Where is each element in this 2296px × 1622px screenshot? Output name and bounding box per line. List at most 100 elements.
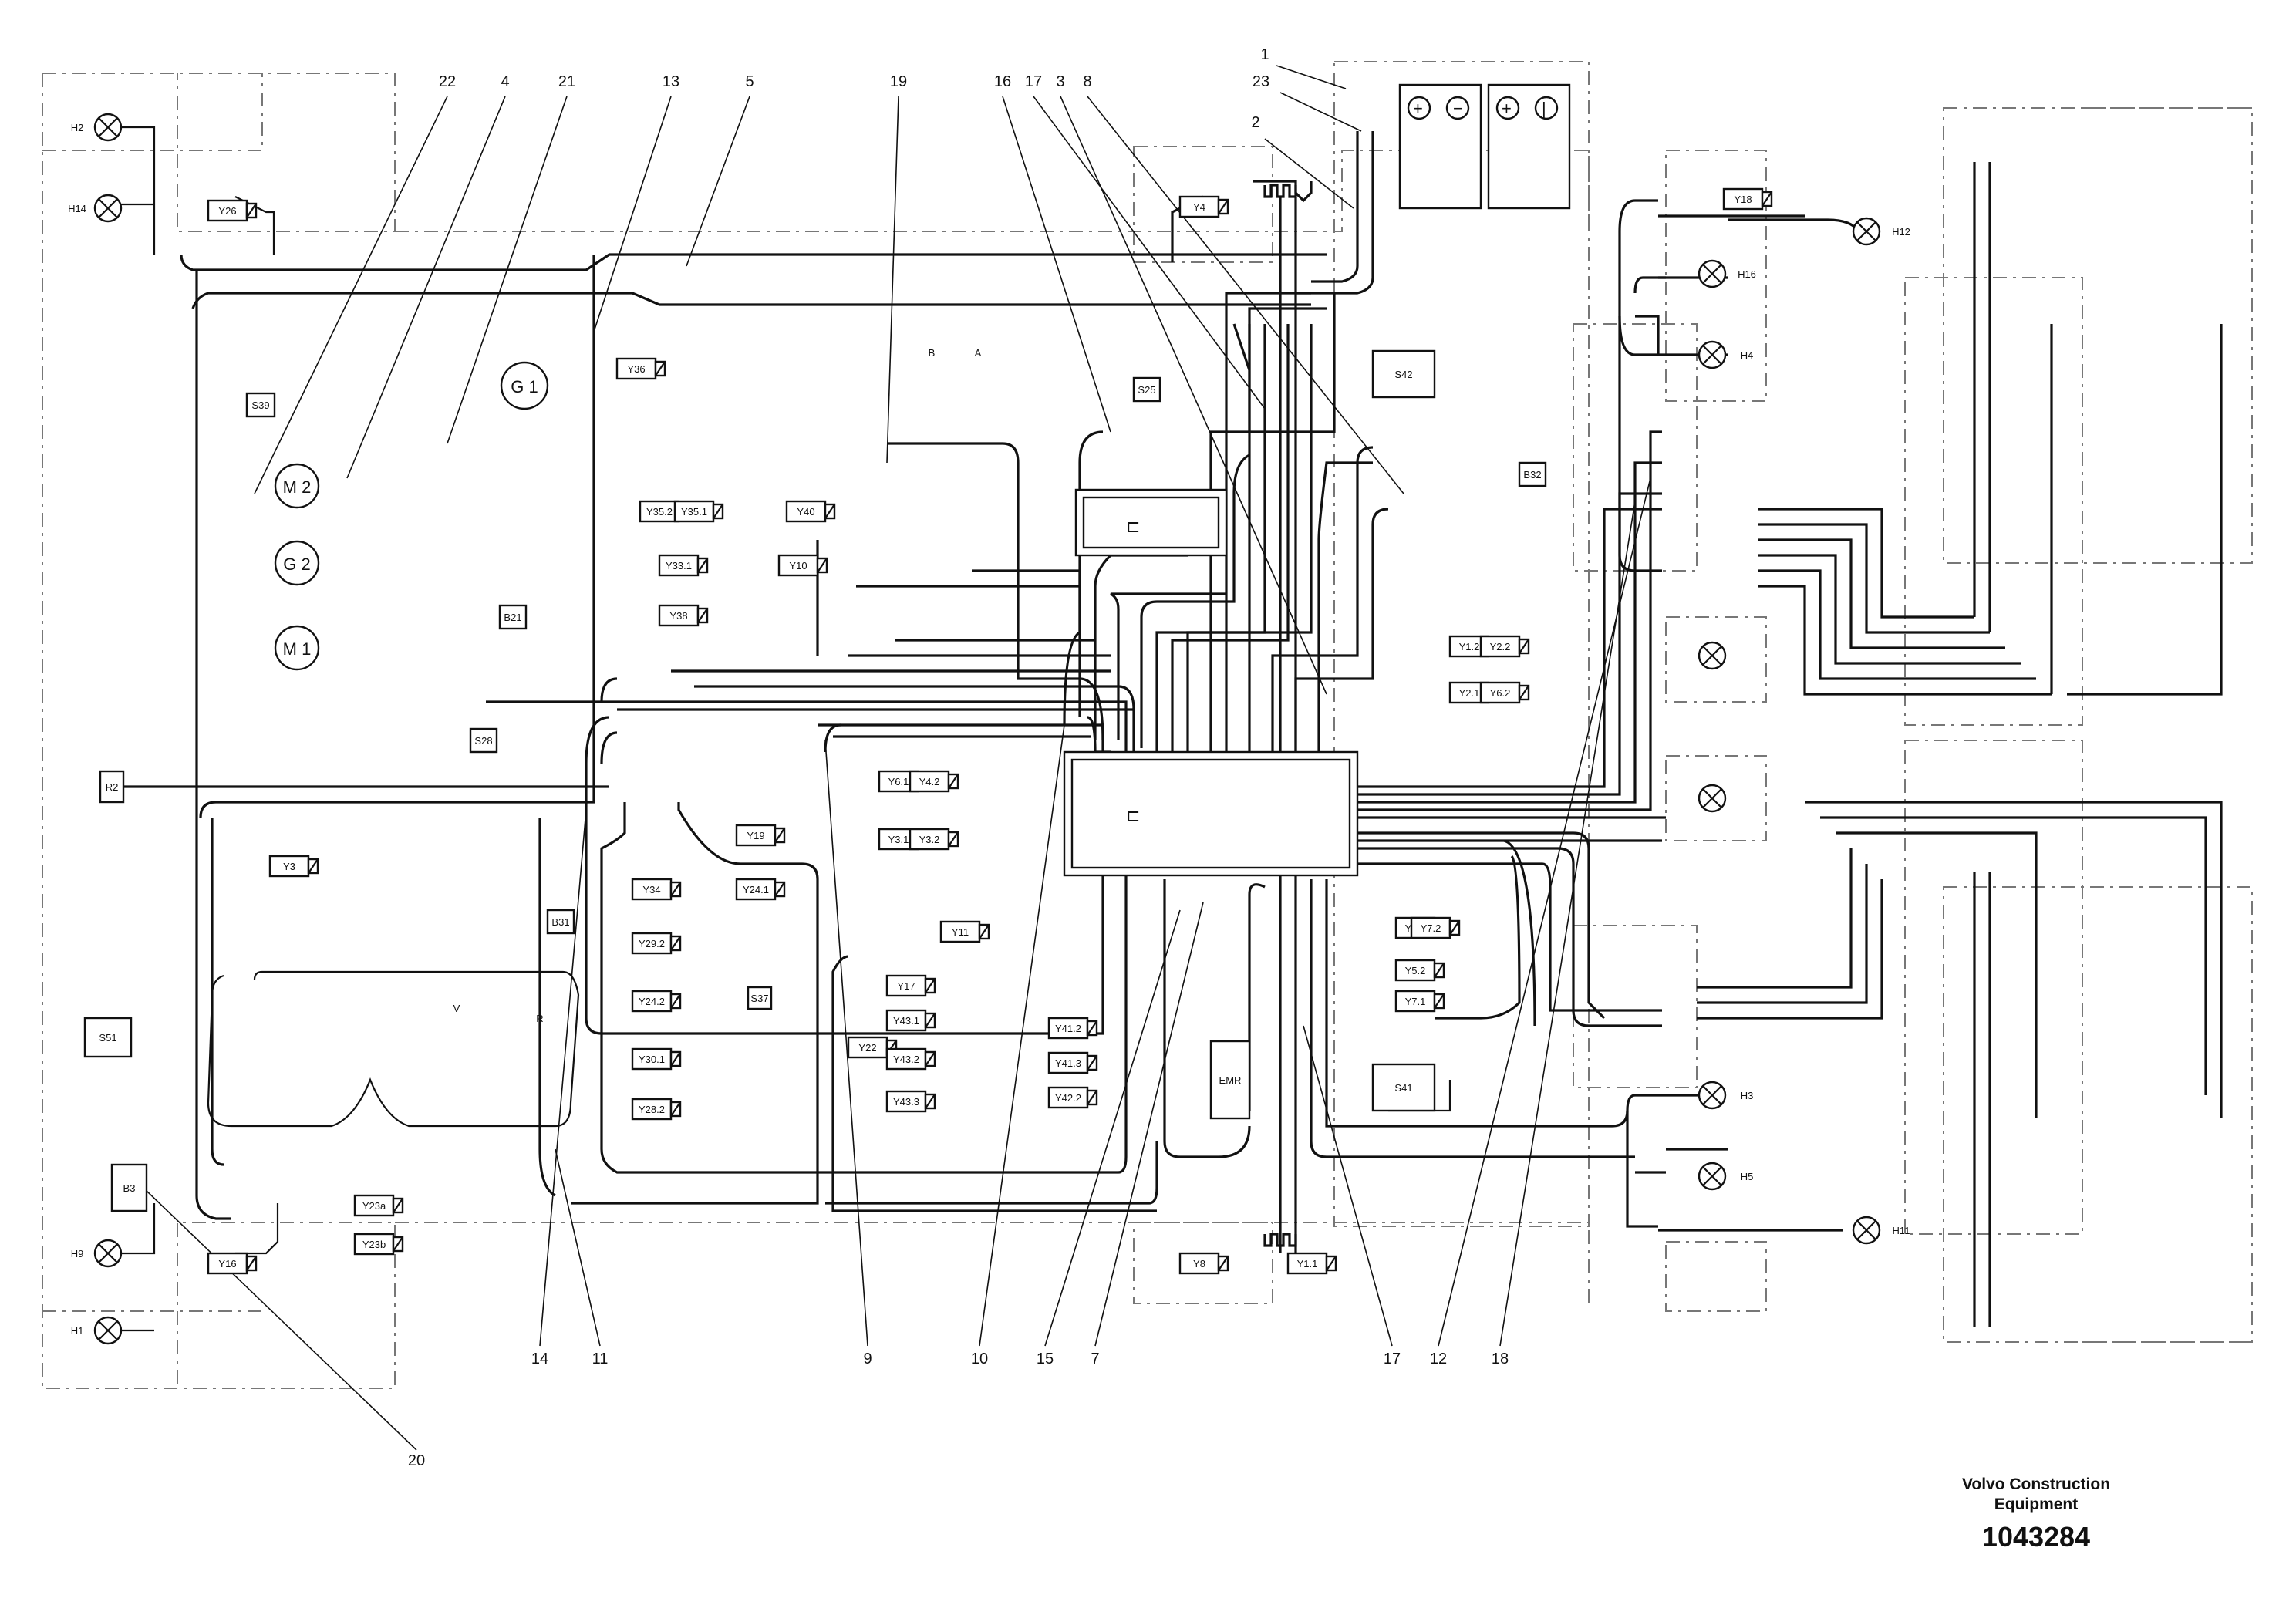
solenoid-diagonal-icon xyxy=(1434,993,1445,1009)
valve-box xyxy=(631,1098,673,1121)
lamp-label-h3: H3 xyxy=(1741,1090,1754,1101)
valve-label-y36: Y36 xyxy=(627,363,645,375)
lamp-cross-icon xyxy=(1702,788,1722,808)
solenoid-diagonal-icon xyxy=(1519,639,1529,654)
sensor-r2: R2 xyxy=(99,770,125,804)
valve-label-y40: Y40 xyxy=(797,506,814,518)
lamp-h16: H16 xyxy=(1698,259,1756,288)
lamp-label-h14: H14 xyxy=(68,203,86,214)
valve-label-y41-2: Y41.2 xyxy=(1055,1023,1081,1034)
valve-label-y29-2: Y29.2 xyxy=(639,938,665,949)
solenoid-diagonal-icon xyxy=(1326,1256,1337,1271)
solenoid-diagonal-icon xyxy=(1449,920,1460,936)
valve-label-y6-2: Y6.2 xyxy=(1490,687,1511,699)
valve-label-y17: Y17 xyxy=(897,980,915,992)
valve-label-y43-2: Y43.2 xyxy=(893,1054,919,1065)
document-number: 1043284 xyxy=(1981,1521,2091,1553)
motor-icon xyxy=(274,463,320,509)
valve-label-y4: Y4 xyxy=(1193,201,1205,213)
lamp-h2: H2 xyxy=(71,113,123,142)
solenoid-diagonal-icon xyxy=(246,1256,257,1271)
valve-y43-2: Y43.2 xyxy=(885,1047,936,1071)
sensor-b21: B21 xyxy=(498,604,528,630)
motor-g-1: G 1 xyxy=(500,361,549,410)
valve-y23a: Y23a xyxy=(353,1194,404,1217)
motor-m-1: M 1 xyxy=(274,625,320,671)
valve-y38: Y38 xyxy=(658,604,709,627)
valve-label-y8: Y8 xyxy=(1193,1258,1205,1270)
valve-box xyxy=(1722,187,1764,211)
lamp-label-h9: H9 xyxy=(71,1248,84,1259)
sensor-label-s42: S42 xyxy=(1394,369,1412,380)
valve-label-y16: Y16 xyxy=(218,1258,236,1270)
lamp-h12: H12 xyxy=(1852,217,1910,246)
sensor-s37: S37 xyxy=(747,986,773,1010)
valve-label-y28-2: Y28.2 xyxy=(639,1104,665,1115)
sensor-label-b32: B32 xyxy=(1523,469,1541,481)
solenoid-diagonal-icon xyxy=(1218,199,1229,214)
motors: G 1M 2G 2M 1 xyxy=(274,361,549,671)
sensor-b32: B32 xyxy=(1518,461,1547,487)
valve-box xyxy=(353,1194,395,1217)
lamp-cross-icon xyxy=(98,1243,118,1263)
motor-icon xyxy=(274,540,320,586)
sensor-label-s51: S51 xyxy=(99,1032,116,1044)
footer: Volvo Construction Equipment 1043284 xyxy=(1944,1475,2129,1553)
valve-y35-1: Y35.1 xyxy=(673,500,724,523)
valve-label-y2-1: Y2.1 xyxy=(1459,687,1480,699)
solenoid-diagonal-icon xyxy=(817,558,828,573)
lamp-h1: H1 xyxy=(71,1316,123,1345)
valve-label-y43-1: Y43.1 xyxy=(893,1015,919,1027)
lamp-label-h16: H16 xyxy=(1738,268,1756,280)
valve-y19: Y19 xyxy=(735,824,786,847)
valve-y5-2: Y5.2 xyxy=(1394,959,1445,982)
lamp-cross-icon xyxy=(1702,646,1722,666)
sensor-box xyxy=(1132,376,1161,403)
sensor-label-s37: S37 xyxy=(750,993,768,1004)
valve-box xyxy=(1479,681,1521,704)
valve-box xyxy=(1178,195,1220,218)
sensor-label-s41: S41 xyxy=(1394,1082,1412,1094)
solenoid-diagonal-icon xyxy=(774,828,785,843)
valve-box xyxy=(735,824,777,847)
lamp-cross-icon xyxy=(98,117,118,137)
brand-line-2: Equipment xyxy=(1994,1496,2079,1513)
sensor-box xyxy=(469,727,498,754)
solenoid-diagonal-icon xyxy=(308,858,319,874)
valve-y16: Y16 xyxy=(207,1252,258,1275)
valve-label-y7-2: Y7.2 xyxy=(1421,922,1441,934)
callout-3: 3 xyxy=(1056,73,1064,90)
solenoid-diagonal-icon xyxy=(713,504,723,519)
solenoid-diagonal-icon xyxy=(774,882,785,897)
solenoid-diagonal-icon xyxy=(670,1051,681,1067)
valve-label-y30-1: Y30.1 xyxy=(639,1054,665,1065)
solenoid-diagonal-icon xyxy=(925,1013,936,1028)
valve-label-y3-2: Y3.2 xyxy=(919,834,940,845)
lamp-label-h4: H4 xyxy=(1741,349,1754,361)
valve-box xyxy=(847,1036,888,1059)
valve-box xyxy=(885,1090,927,1113)
valve-box xyxy=(673,500,715,523)
sensor-emr: EMR xyxy=(1209,1040,1251,1120)
callout-9: 9 xyxy=(863,1351,872,1367)
valve-label-y1-1: Y1.1 xyxy=(1297,1258,1318,1270)
valve-y7-1: Y7.1 xyxy=(1394,990,1445,1013)
motor-label-m-1: M 1 xyxy=(283,639,312,659)
callout-5: 5 xyxy=(745,73,754,90)
solenoid-diagonal-icon xyxy=(670,1101,681,1117)
solenoid-diagonal-icon xyxy=(925,1094,936,1109)
callout-23: 23 xyxy=(1253,73,1269,90)
valve-box xyxy=(909,828,950,851)
svg-text:|: | xyxy=(1542,99,1546,118)
valve-y24-2: Y24.2 xyxy=(631,990,682,1013)
valve-label-y35-1: Y35.1 xyxy=(681,506,707,518)
valve-box xyxy=(885,974,927,997)
solenoid-diagonal-icon xyxy=(393,1198,403,1213)
outline-zones xyxy=(42,61,2253,1389)
sensor-label-emr: EMR xyxy=(1219,1074,1242,1086)
valve-label-y24-1: Y24.1 xyxy=(743,884,769,895)
motor-icon xyxy=(274,625,320,671)
valve-label-y3: Y3 xyxy=(283,861,295,872)
callout-17: 17 xyxy=(1025,73,1042,90)
